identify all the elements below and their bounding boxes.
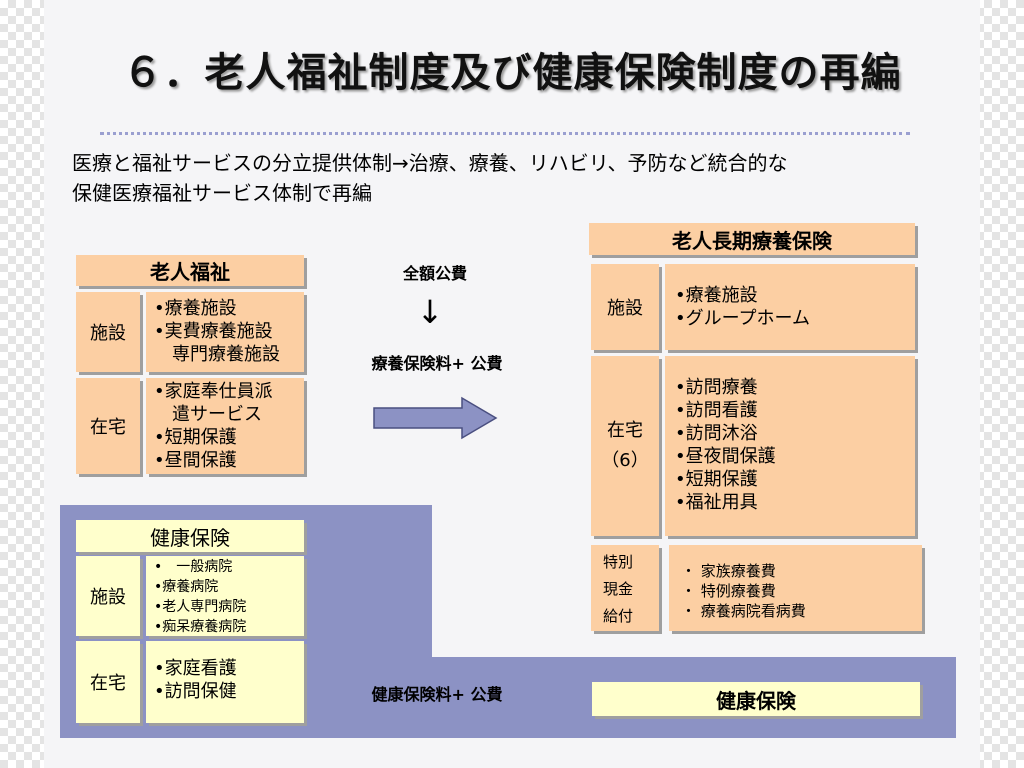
list-item: •訪問療養 — [675, 377, 758, 398]
page-title: ６．老人福祉制度及び健康保険制度の再編 — [122, 50, 902, 96]
ltc-facility-label: 施設 — [591, 264, 659, 350]
ltc-cash-label-line: 現金 — [603, 580, 634, 598]
list-item: •痴呆療養病院 — [154, 619, 247, 635]
list-item: •昼間保護 — [154, 450, 237, 471]
list-item: ・ 療養病院看病費 — [681, 602, 806, 620]
ltc-home-count: （6） — [601, 450, 649, 471]
ltc-cash-list: ・ 家族療養費 ・ 特例療養費 ・ 療養病院看病費 — [669, 545, 922, 631]
ltc-home-label-text: 在宅 — [607, 420, 643, 441]
list-item: •福祉用具 — [675, 492, 758, 513]
list-item: •療養施設 — [154, 298, 237, 319]
list-item: •訪問看護 — [675, 400, 758, 421]
list-item: •療養病院 — [154, 579, 219, 595]
ltc-cash-label-line: 給付 — [603, 607, 634, 625]
ltc-facility-list: •療養施設 •グループホーム — [665, 264, 915, 350]
list-item: •訪問沐浴 — [675, 423, 758, 444]
down-arrow-icon: ↓ — [416, 293, 444, 331]
list-item: •訪問保健 — [154, 681, 237, 702]
welfare-home-list: •家庭奉仕員派 遣サービス •短期保護 •昼間保護 — [146, 378, 304, 474]
welfare-home-label: 在宅 — [76, 378, 140, 474]
health-facility-list: • 一般病院 •療養病院 •老人専門病院 •痴呆療養病院 — [146, 556, 304, 636]
ltc-header: 老人長期療養保険 — [589, 223, 915, 255]
health-facility-label: 施設 — [76, 556, 140, 636]
list-item: •療養施設 — [675, 285, 758, 306]
list-item: •短期保護 — [675, 469, 758, 490]
intro-text: 医療と福祉サービスの分立提供体制→治療、療養、リハビリ、予防など統合的な 保健医… — [72, 148, 972, 208]
list-item: • 一般病院 — [154, 559, 233, 575]
list-item: •短期保護 — [154, 427, 237, 448]
health-home-label: 在宅 — [76, 641, 140, 723]
welfare-facility-label: 施設 — [76, 292, 140, 372]
right-arrow-icon — [373, 396, 498, 440]
health-home-list: •家庭看護 •訪問保健 — [146, 641, 304, 723]
ltc-home-list: •訪問療養 •訪問看護 •訪問沐浴 •昼夜間保護 •短期保護 •福祉用具 — [665, 356, 915, 536]
list-item: ・ 家族療養費 — [681, 562, 776, 580]
list-item: •実費療養施設 — [154, 321, 273, 342]
list-item: •家庭看護 — [154, 658, 237, 679]
list-item: •グループホーム — [675, 308, 810, 329]
welfare-header: 老人福祉 — [76, 255, 304, 286]
list-item: 専門療養施設 — [154, 344, 280, 365]
list-item: 遣サービス — [154, 404, 262, 425]
list-item: ・ 特例療養費 — [681, 582, 776, 600]
funding-care-insurance: 療養保険料+ 公費 — [371, 354, 503, 373]
ltc-home-label: 在宅 （6） — [591, 356, 659, 536]
ltc-health-insurance: 健康保険 — [592, 682, 920, 716]
welfare-facility-list: •療養施設 •実費療養施設 専門療養施設 — [146, 292, 304, 372]
funding-full-public: 全額公費 — [402, 264, 467, 283]
health-header: 健康保険 — [76, 520, 304, 552]
list-item: •昼夜間保護 — [675, 446, 776, 467]
intro-line-1: 医療と福祉サービスの分立提供体制→治療、療養、リハビリ、予防など統合的な — [72, 151, 788, 175]
title-divider — [100, 132, 910, 135]
list-item: •家庭奉仕員派 — [154, 381, 273, 402]
ltc-cash-label-line: 特別 — [603, 553, 634, 571]
ltc-cash-label: 特別 現金 給付 — [591, 545, 659, 631]
list-item: •老人専門病院 — [154, 599, 247, 615]
funding-health-insurance: 健康保険料+ 公費 — [371, 685, 503, 704]
intro-line-2: 保健医療福祉サービス体制で再編 — [72, 181, 372, 205]
